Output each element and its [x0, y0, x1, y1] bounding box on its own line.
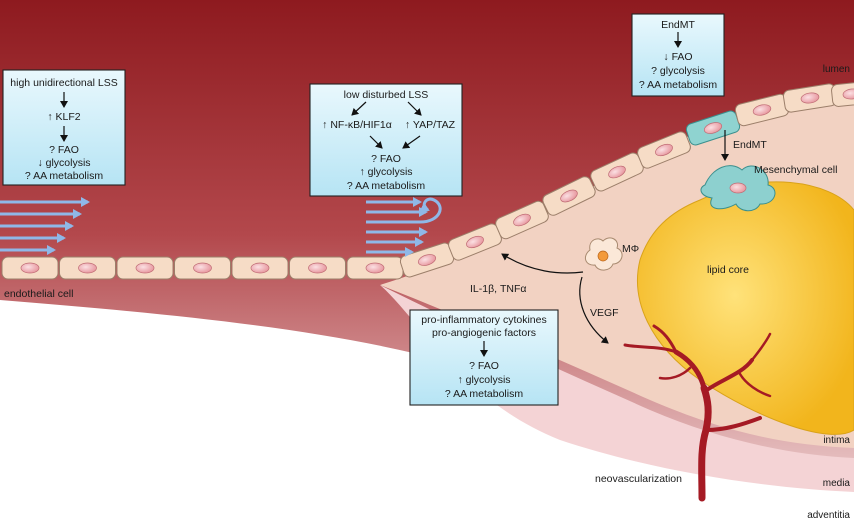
endmt-label: EndMT	[733, 139, 767, 151]
mesenchymal-cell	[700, 165, 776, 212]
box1-fao: ? FAO	[49, 144, 79, 156]
endothelial-cell	[116, 256, 174, 280]
box1-title: high unidirectional LSS	[10, 77, 117, 89]
laminar-flow-arrows	[0, 197, 90, 255]
endothelial-cell	[542, 176, 596, 216]
adventitia-label: adventitia	[807, 510, 850, 521]
vegf-arrow	[579, 276, 609, 344]
endothelial-cell-label: endothelial cell	[4, 288, 73, 300]
endothelial-cell	[231, 256, 289, 280]
lipid-core	[637, 181, 854, 435]
box2-fao: ? FAO	[371, 153, 401, 165]
swirl-arrow	[366, 197, 442, 224]
box1-glycolysis: ↓ glycolysis	[37, 157, 90, 169]
mesenchymal-cell-label: Mesenchymal cell	[754, 164, 837, 176]
cytokine-arrow	[501, 253, 584, 274]
media-label: media	[823, 478, 851, 489]
macrophage	[584, 237, 623, 271]
box2-nfkb: ↑ NF-κB/HIF1α	[322, 119, 392, 131]
endothelial-cell	[1, 256, 59, 280]
endothelial-cell	[782, 83, 838, 113]
neovessel	[623, 324, 772, 502]
endothelial-cell	[174, 256, 231, 280]
box2-title: low disturbed LSS	[344, 89, 429, 101]
endothelial-cell	[831, 81, 854, 107]
box3-title: EndMT	[661, 19, 695, 31]
endothelial-cell	[346, 256, 404, 280]
box-unidirectional-lss: high unidirectional LSS ↑ KLF2 ? FAO ↓ g…	[2, 69, 126, 186]
endothelial-cell	[685, 110, 741, 146]
box2-yap: ↑ YAP/TAZ	[405, 119, 456, 131]
box-angiogenic: pro-inflammatory cytokines pro-angiogeni…	[409, 309, 559, 406]
box3-glycolysis: ? glycolysis	[651, 65, 705, 77]
disturbed-flow-arrows	[366, 197, 442, 257]
endothelial-cell	[289, 256, 346, 280]
box1-aa: ? AA metabolism	[25, 170, 103, 182]
box4-aa: ? AA metabolism	[445, 388, 523, 400]
box2-glycolysis: ↑ glycolysis	[359, 166, 412, 178]
vegf-label: VEGF	[590, 307, 619, 319]
media-layer	[380, 285, 854, 492]
box4-fao: ? FAO	[469, 360, 499, 372]
box4-line1: pro-inflammatory cytokines	[421, 314, 546, 326]
lumen-label: lumen	[823, 64, 850, 75]
macrophage-label: MΦ	[622, 243, 639, 255]
cytokines-label: IL-1β, TNFα	[470, 283, 526, 295]
endothelial-cell	[448, 223, 502, 261]
intima-label: intima	[823, 435, 850, 446]
box2-aa: ? AA metabolism	[347, 180, 425, 192]
adventitia-layer	[0, 300, 854, 521]
box3-aa: ? AA metabolism	[639, 79, 717, 91]
endothelial-cell	[399, 242, 455, 278]
box1-klf2: ↑ KLF2	[47, 111, 80, 123]
lipid-core-label: lipid core	[707, 264, 749, 276]
endothelial-cell	[637, 131, 691, 169]
box4-glycolysis: ↑ glycolysis	[457, 374, 510, 386]
box-endmt: EndMT ↓ FAO ? glycolysis ? AA metabolism	[631, 13, 725, 97]
box-disturbed-lss: low disturbed LSS ↑ NF-κB/HIF1α ↑ YAP/TA…	[309, 83, 463, 197]
box4-line2: pro-angiogenic factors	[432, 327, 536, 339]
endothelial-cell	[495, 200, 549, 240]
box3-fao: ↓ FAO	[663, 51, 692, 63]
neovascularization-label: neovascularization	[595, 473, 682, 485]
endothelial-cell	[59, 256, 116, 280]
